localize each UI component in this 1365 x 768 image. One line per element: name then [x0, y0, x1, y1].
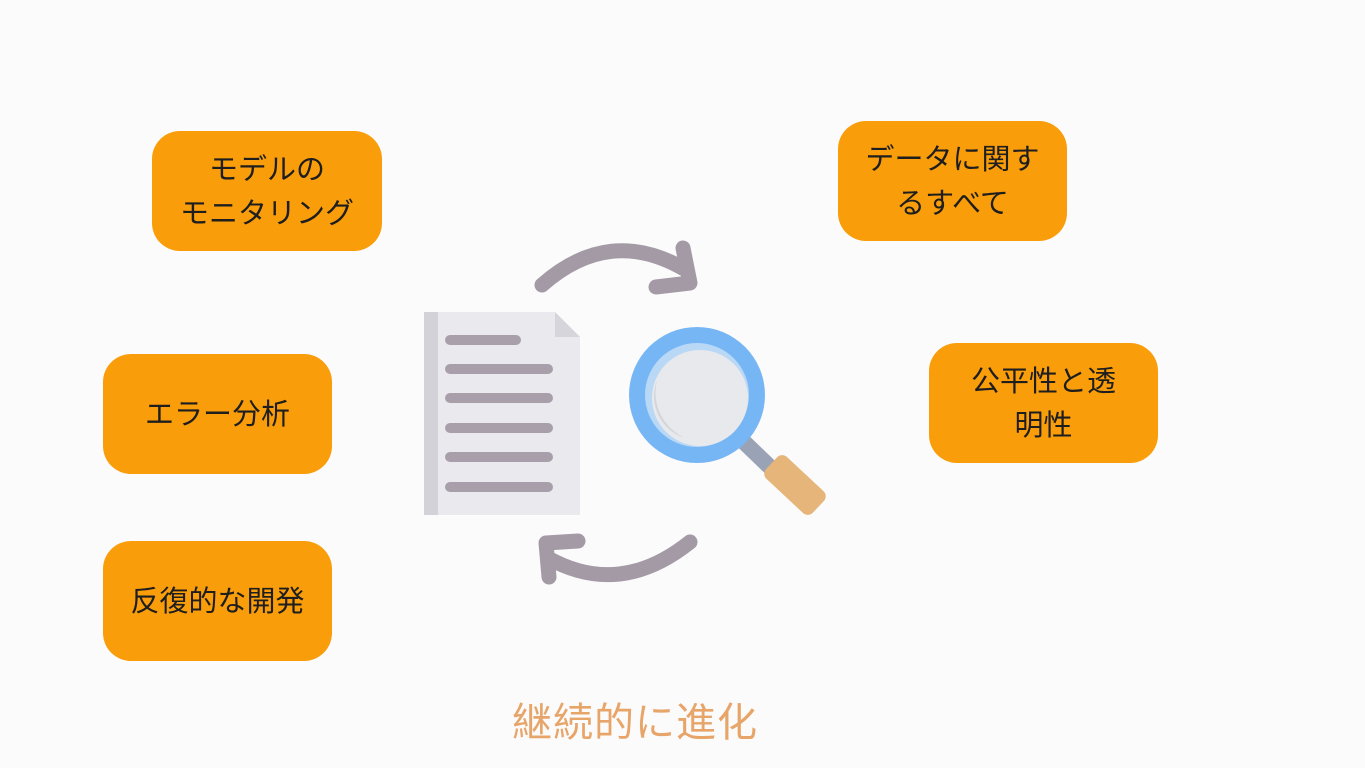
data-everything-box: データに関す るすべて	[838, 121, 1067, 241]
fairness-transparency-box: 公平性と透 明性	[929, 343, 1158, 463]
curved-arrow-right-icon	[534, 240, 698, 295]
model-monitoring-label-line1: モデルの	[208, 152, 325, 186]
data-everything-label-line1: データに関す	[865, 142, 1040, 176]
fairness-transparency-label-line1: 公平性と透	[970, 364, 1116, 398]
curved-arrow-left-icon	[538, 533, 698, 585]
model-monitoring-box: モデルの モニタリング	[152, 131, 382, 251]
error-analysis-label: エラー分析	[144, 397, 290, 431]
iterative-development-label: 反復的な開発	[130, 584, 305, 618]
magnifying-glass-icon	[629, 327, 826, 515]
document-icon	[424, 312, 580, 515]
model-monitoring-label-line2: モニタリング	[179, 196, 354, 230]
iterative-development-box: 反復的な開発	[103, 541, 332, 661]
data-everything-label-line2: るすべて	[896, 186, 1009, 220]
continuous-evolution-caption: 継続的に進化	[512, 700, 758, 746]
error-analysis-box: エラー分析	[103, 354, 332, 474]
fairness-transparency-label-line2: 明性	[1014, 408, 1073, 442]
